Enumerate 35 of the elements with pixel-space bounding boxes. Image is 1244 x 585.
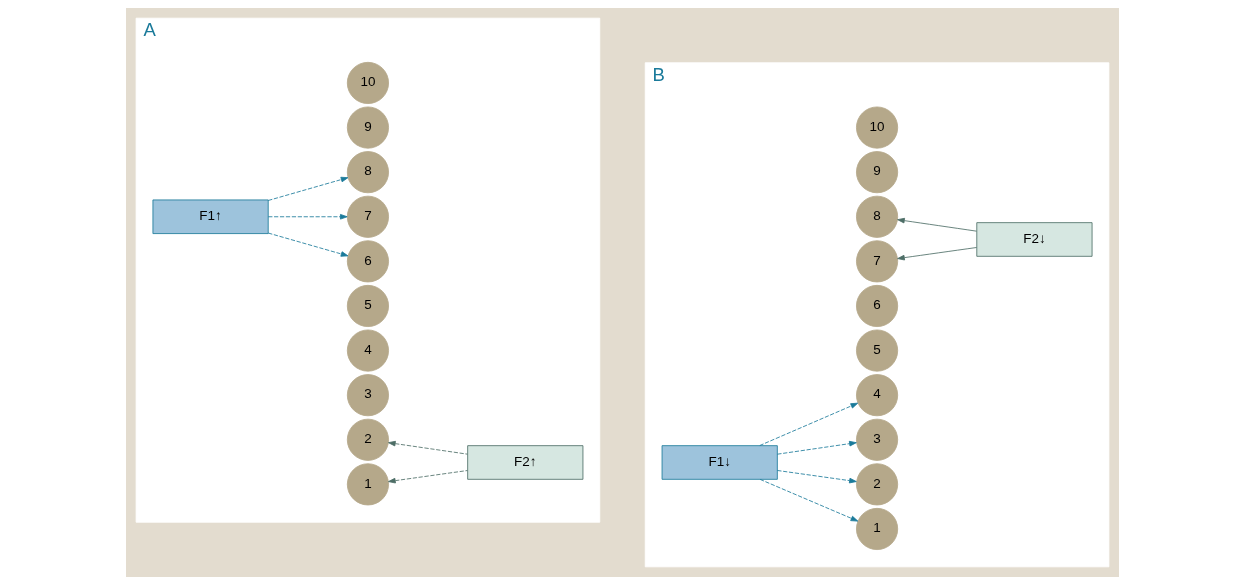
node-circle: 2 bbox=[855, 463, 898, 506]
node-circle: 1 bbox=[346, 463, 389, 506]
arrow bbox=[267, 214, 348, 220]
arrow bbox=[759, 479, 858, 522]
node-circle: 2 bbox=[346, 418, 389, 461]
node-circle: 3 bbox=[346, 374, 389, 417]
node-circle: 6 bbox=[855, 284, 898, 327]
node-circle: 3 bbox=[855, 418, 898, 461]
arrow bbox=[776, 470, 857, 484]
arrow bbox=[387, 440, 468, 455]
node-circle: 4 bbox=[346, 329, 389, 372]
node-circle: 5 bbox=[346, 284, 389, 327]
node-box: F1↓ bbox=[661, 445, 778, 480]
node-circle: 6 bbox=[346, 240, 389, 283]
node-circle: 7 bbox=[855, 240, 898, 283]
node-circle: 4 bbox=[855, 374, 898, 417]
arrow bbox=[758, 402, 858, 446]
node-circle: 7 bbox=[346, 195, 389, 238]
node-box: F2↑ bbox=[466, 445, 583, 480]
arrow bbox=[896, 217, 977, 232]
arrow bbox=[267, 176, 348, 201]
node-circle: 1 bbox=[855, 507, 898, 550]
arrow bbox=[267, 232, 348, 257]
node-circle: 8 bbox=[855, 195, 898, 238]
arrow bbox=[896, 247, 977, 261]
node-circle: 9 bbox=[855, 151, 898, 194]
node-circle: 8 bbox=[346, 151, 389, 194]
node-box: F2↓ bbox=[975, 222, 1092, 257]
node-circle: 10 bbox=[346, 61, 389, 104]
arrow bbox=[776, 440, 857, 455]
node-circle: 5 bbox=[855, 329, 898, 372]
arrow bbox=[387, 470, 468, 484]
node-circle: 9 bbox=[346, 106, 389, 149]
node-circle: 10 bbox=[855, 106, 898, 149]
node-box: F1↑ bbox=[152, 199, 269, 234]
